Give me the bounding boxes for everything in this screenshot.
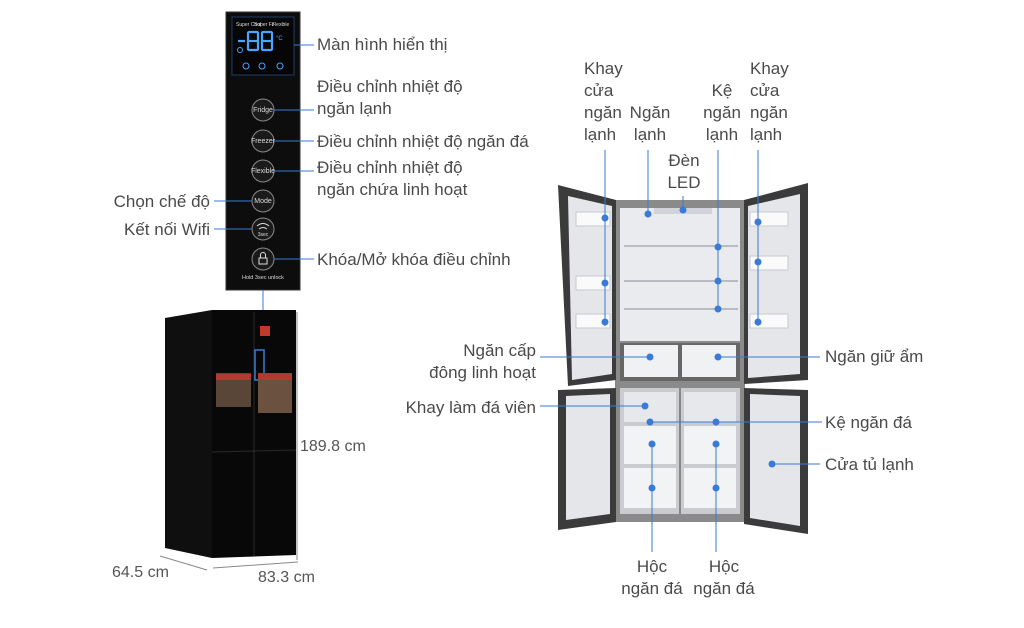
label-fridge-temp: Điều chỉnh nhiệt độ ngăn lạnh <box>317 77 463 118</box>
display-super-fz: Super Fz <box>254 22 275 28</box>
leaf-status-icon <box>276 62 284 70</box>
label-flex-freeze: Ngăn cấp đông linh hoạt <box>429 341 536 382</box>
mode-button-label: Mode <box>254 198 272 205</box>
wifi-status-icon <box>237 47 243 53</box>
label-display: Màn hình hiển thị <box>317 35 448 54</box>
label-freezer-temp: Điều chỉnh nhiệt độ ngăn đá <box>317 132 529 151</box>
lock-status-icon <box>242 62 250 70</box>
display-flexible: Flexible <box>272 22 289 28</box>
dimension-width: 83.3 cm <box>258 569 315 586</box>
label-fridge-door: Cửa tủ lạnh <box>825 455 914 474</box>
mode-status-icon <box>258 62 266 70</box>
label-led: Đèn LED <box>667 151 701 192</box>
label-fridge-shelf: Kệ ngăn lạnh <box>703 81 741 144</box>
lock-button[interactable] <box>251 247 275 271</box>
fridge-button-label: Fridge <box>253 107 273 114</box>
label-door-tray-right: Khay cửa ngăn lạnh <box>750 59 789 144</box>
lock-icon <box>258 257 268 265</box>
label-humidity: Ngăn giữ ẩm <box>825 347 924 366</box>
dimension-depth: 64.5 cm <box>112 564 169 581</box>
label-mode: Chọn chế độ <box>113 192 210 211</box>
panel-callouts <box>214 44 314 320</box>
label-freezer-shelf: Kệ ngăn đá <box>825 413 912 432</box>
label-lock: Khóa/Mở khóa điều chỉnh <box>317 250 511 269</box>
display-digits <box>238 30 274 52</box>
callout-dots <box>601 206 776 492</box>
dimension-lines <box>159 312 299 571</box>
fridge-exterior <box>165 310 297 558</box>
lock-hint-text: Hold 3sec unlock <box>242 275 284 281</box>
label-wifi: Kết nối Wifi <box>124 220 210 239</box>
flexible-button-label: Flexible <box>251 168 275 175</box>
dimension-height: 189.8 cm <box>300 438 366 455</box>
label-freezer-box-right: Hộc ngăn đá <box>693 557 755 598</box>
label-freezer-box-left: Hộc ngăn đá <box>621 557 683 598</box>
celsius-icon: °C <box>276 36 283 42</box>
control-panel: Super Cool Super Fz Flexible °C Fridge F… <box>225 11 301 291</box>
brand-logo <box>260 326 270 336</box>
fridge-open <box>558 183 808 534</box>
label-flex-temp: Điều chỉnh nhiệt độ ngăn chứa linh hoạt <box>317 158 468 199</box>
label-door-tray-left: Khay cửa ngăn lạnh <box>584 59 623 144</box>
label-ice-tray: Khay làm đá viên <box>405 398 536 417</box>
label-fridge-compartment: Ngăn lạnh <box>629 103 671 144</box>
wifi-icon <box>256 223 270 230</box>
wifi-button-label: 3sec <box>258 232 269 238</box>
display-super-cool: Super Cool <box>236 22 261 28</box>
freezer-button-label: Freezer <box>251 138 276 145</box>
